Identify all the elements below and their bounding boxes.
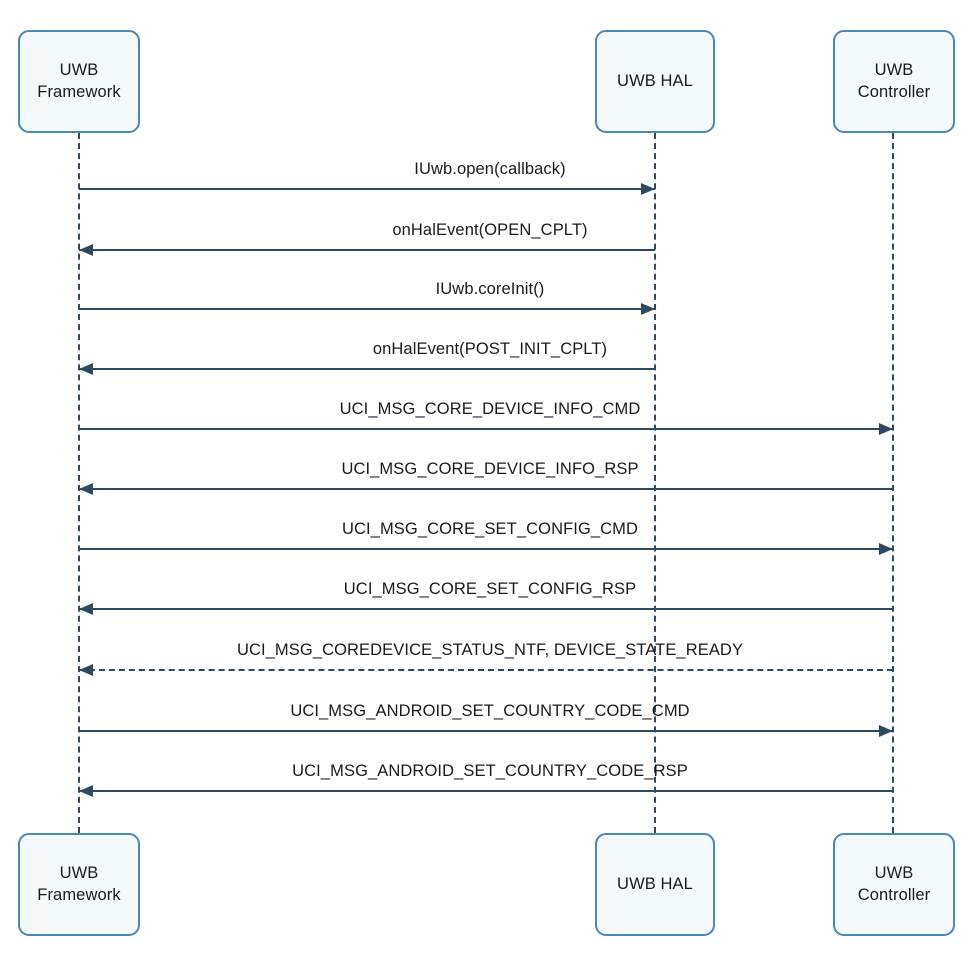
participant-label-framework: UWB Framework bbox=[37, 863, 121, 904]
message-arrowhead-2 bbox=[79, 243, 93, 256]
message-arrowhead-1 bbox=[641, 182, 655, 195]
message-arrowhead-7 bbox=[879, 542, 893, 555]
message-line-2 bbox=[79, 249, 655, 251]
message-arrowhead-9 bbox=[79, 663, 93, 676]
message-arrowhead-10 bbox=[879, 724, 893, 737]
message-arrowhead-11 bbox=[79, 784, 93, 797]
message-label-4: onHalEvent(POST_INIT_CPLT) bbox=[372, 340, 608, 358]
message-arrowhead-5 bbox=[879, 422, 893, 435]
message-line-11 bbox=[79, 790, 893, 792]
message-label-9: UCI_MSG_COREDEVICE_STATUS_NTF, DEVICE_ST… bbox=[236, 641, 744, 659]
message-line-1 bbox=[79, 188, 655, 190]
message-arrowhead-6 bbox=[79, 482, 93, 495]
participant-box-controller-footer[interactable]: UWB Controller bbox=[833, 833, 955, 936]
participant-box-controller-header[interactable]: UWB Controller bbox=[833, 30, 955, 133]
lifeline-hal bbox=[654, 133, 656, 833]
message-line-6 bbox=[79, 488, 893, 490]
message-label-10: UCI_MSG_ANDROID_SET_COUNTRY_CODE_CMD bbox=[290, 702, 690, 720]
message-label-3: IUwb.coreInit() bbox=[435, 280, 545, 298]
participant-box-framework-footer[interactable]: UWB Framework bbox=[18, 833, 140, 936]
message-label-6: UCI_MSG_CORE_DEVICE_INFO_RSP bbox=[341, 460, 639, 478]
participant-label-controller: UWB Controller bbox=[857, 863, 931, 904]
message-line-4 bbox=[79, 368, 655, 370]
message-label-5: UCI_MSG_CORE_DEVICE_INFO_CMD bbox=[339, 400, 641, 418]
participant-label-framework: UWB Framework bbox=[37, 60, 121, 101]
participant-box-framework-header[interactable]: UWB Framework bbox=[18, 30, 140, 133]
message-line-9 bbox=[79, 669, 893, 671]
participant-box-hal-header[interactable]: UWB HAL bbox=[595, 30, 715, 133]
participant-label-hal: UWB HAL bbox=[617, 71, 693, 90]
message-label-2: onHalEvent(OPEN_CPLT) bbox=[392, 221, 588, 239]
message-label-8: UCI_MSG_CORE_SET_CONFIG_RSP bbox=[343, 580, 637, 598]
message-line-7 bbox=[79, 548, 893, 550]
message-line-5 bbox=[79, 428, 893, 430]
participant-label-controller: UWB Controller bbox=[857, 60, 931, 101]
message-line-3 bbox=[79, 308, 655, 310]
lifeline-controller bbox=[892, 133, 894, 833]
message-arrowhead-8 bbox=[79, 602, 93, 615]
message-label-11: UCI_MSG_ANDROID_SET_COUNTRY_CODE_RSP bbox=[292, 762, 688, 780]
participant-box-hal-footer[interactable]: UWB HAL bbox=[595, 833, 715, 936]
participant-label-hal: UWB HAL bbox=[617, 874, 693, 893]
message-arrowhead-3 bbox=[641, 302, 655, 315]
message-label-1: IUwb.open(callback) bbox=[414, 160, 566, 178]
message-label-7: UCI_MSG_CORE_SET_CONFIG_CMD bbox=[341, 520, 639, 538]
message-line-10 bbox=[79, 730, 893, 732]
message-arrowhead-4 bbox=[79, 362, 93, 375]
message-line-8 bbox=[79, 608, 893, 610]
